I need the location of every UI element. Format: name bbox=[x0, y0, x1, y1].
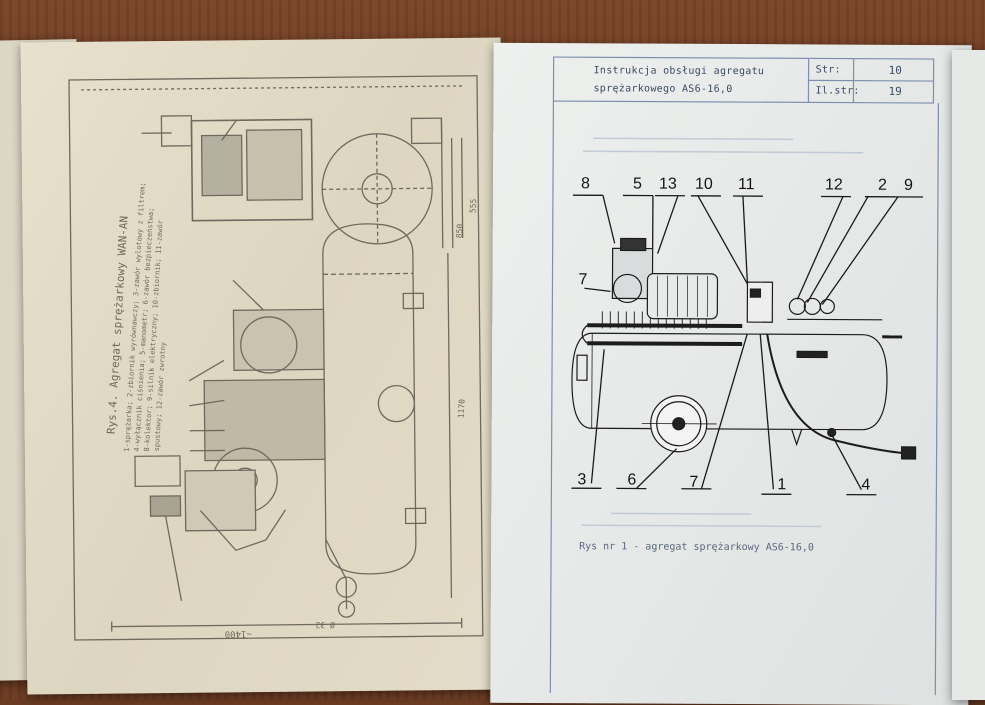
header-illustration-value: 19 bbox=[888, 85, 901, 98]
header-title-line-1: Instrukcja obsługi agregatu bbox=[594, 65, 765, 77]
header-page-value: 10 bbox=[889, 64, 902, 77]
callout-9: 9 bbox=[904, 177, 913, 195]
left-dimension-small: Ø 32 bbox=[315, 620, 334, 629]
callout-13: 13 bbox=[659, 176, 677, 194]
callout-3: 3 bbox=[577, 471, 586, 489]
right-page-drawing bbox=[490, 43, 971, 705]
left-dimension-bottom: ~1400 bbox=[225, 628, 252, 638]
callout-11: 11 bbox=[738, 176, 755, 194]
callout-5: 5 bbox=[633, 175, 642, 193]
callout-2: 2 bbox=[878, 177, 887, 195]
callout-6: 6 bbox=[627, 471, 636, 489]
callout-4: 4 bbox=[861, 477, 870, 495]
callout-8: 8 bbox=[581, 175, 590, 193]
callout-7-left: 7 bbox=[578, 271, 587, 289]
left-manual-page: Rys.4. Agregat sprężarkowy WAN-AN 1-sprę… bbox=[21, 38, 508, 695]
callout-7-bottom: 7 bbox=[689, 474, 698, 492]
header-illustration-label: Il.str: bbox=[815, 85, 859, 96]
header-title-line-2: sprężarkowego AS6-16,0 bbox=[593, 83, 732, 95]
callout-10: 10 bbox=[695, 176, 713, 194]
callout-12: 12 bbox=[825, 176, 843, 194]
header-page-label: Str: bbox=[816, 64, 841, 75]
left-technical-drawing bbox=[21, 38, 508, 695]
right-manual-page: Instrukcja obsługi agregatu sprężarkoweg… bbox=[490, 43, 971, 705]
far-right-page-edge bbox=[952, 50, 985, 700]
left-dimension-side: 1170 bbox=[457, 399, 467, 419]
left-dimension-top-2: 850 bbox=[455, 224, 465, 239]
left-dimension-top: 555 bbox=[468, 198, 478, 213]
figure-caption: Rys nr 1 - agregat sprężarkowy AS6-16,0 bbox=[579, 541, 814, 553]
callout-1: 1 bbox=[777, 476, 786, 494]
